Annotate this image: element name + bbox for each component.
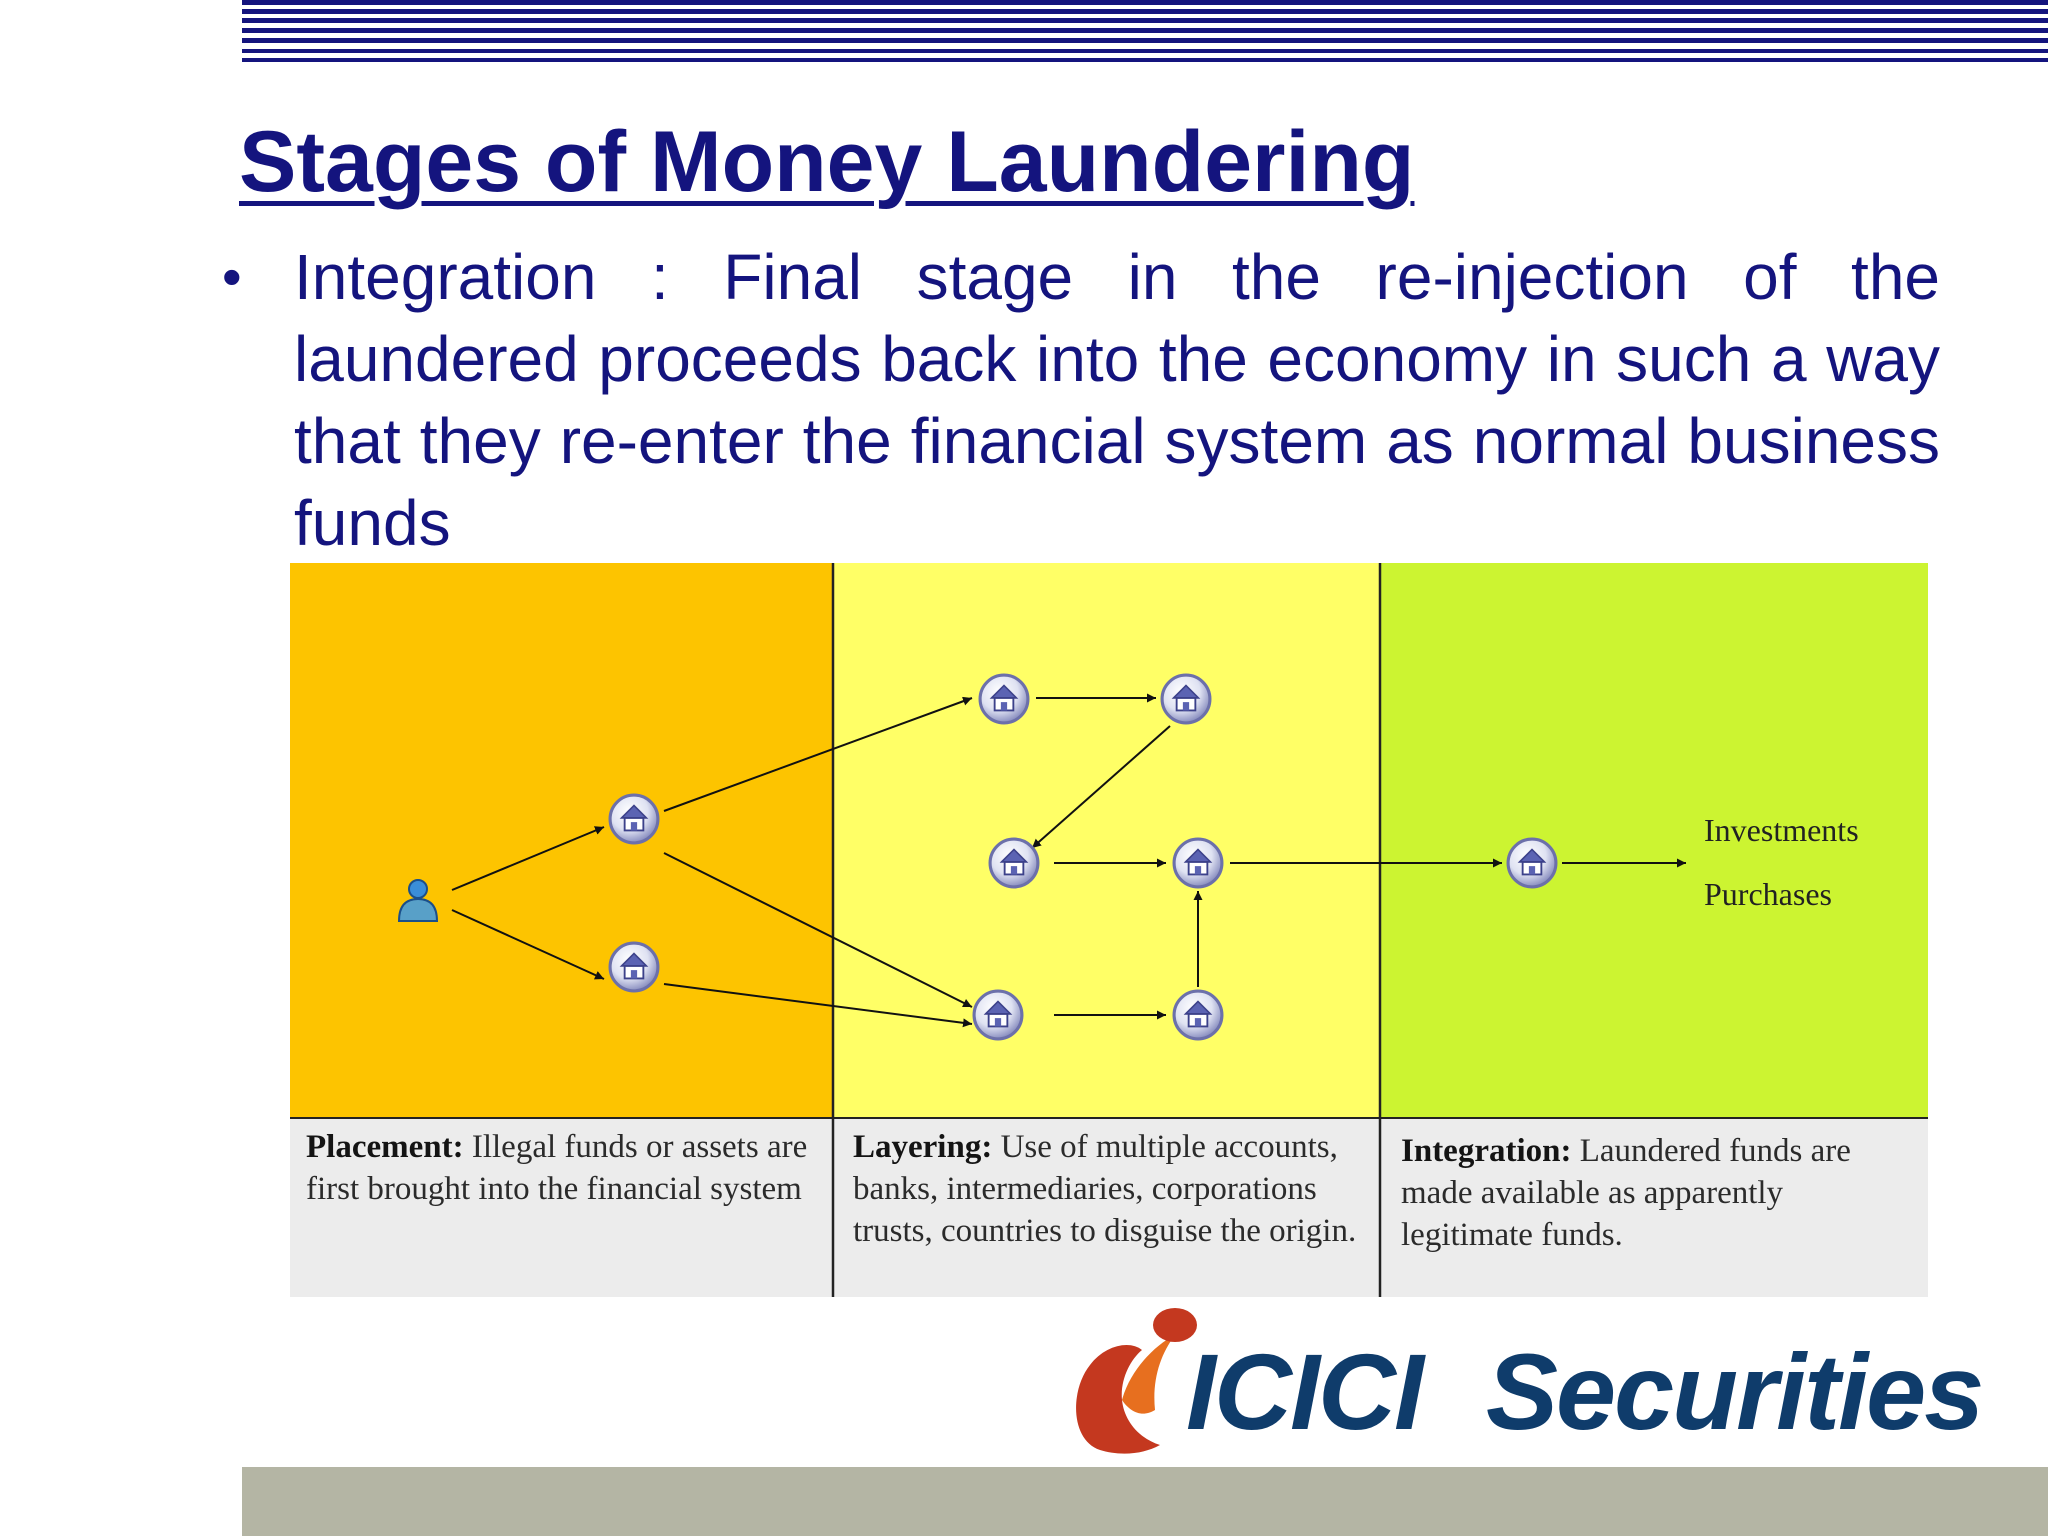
placement-description: Illegal funds or assets are first brough… (306, 1129, 808, 1207)
output-purchases: Purchases (1704, 876, 1832, 912)
bank-icon (978, 673, 1030, 725)
integration-panel (1380, 563, 1928, 1118)
icici-logo-mark (1076, 1308, 1197, 1454)
header-stripes (242, 0, 2048, 62)
bank-icon (1506, 837, 1558, 889)
bullet-marker: • (222, 245, 242, 308)
bank-icon (972, 989, 1024, 1041)
person-icon (397, 879, 439, 922)
placement-panel (290, 563, 833, 1118)
money-laundering-diagram: Investments Purchases (290, 563, 1928, 1297)
layering-panel (833, 563, 1380, 1118)
bank-icon (1160, 673, 1212, 725)
slide-title: Stages of Money Laundering (239, 114, 1415, 210)
layering-description: Use of multiple accounts, banks, interme… (853, 1129, 1357, 1249)
bank-icon (608, 941, 660, 993)
bank-icon (1172, 989, 1224, 1041)
logo-suffix: Securities (1486, 1331, 1984, 1452)
placement-label: Placement: (306, 1129, 464, 1165)
bank-icon (988, 837, 1040, 889)
logo-brand: ICICI (1186, 1331, 1424, 1452)
layering-caption: Layering: Use of multiple accounts, bank… (853, 1126, 1369, 1252)
layering-label: Layering: (853, 1129, 993, 1165)
captions-background (290, 1118, 1928, 1297)
bank-icon (1172, 837, 1224, 889)
placement-caption: Placement: Illegal funds or assets are f… (306, 1126, 818, 1210)
integration-description: Laundered funds are made available as ap… (1401, 1133, 1851, 1253)
integration-label: Integration: (1401, 1133, 1572, 1169)
output-investments: Investments (1704, 812, 1859, 848)
bullet-text: Integration : Final stage in the re-inje… (294, 241, 1940, 559)
footer-bar (242, 1467, 2048, 1536)
integration-caption: Integration: Laundered funds are made av… (1401, 1130, 1921, 1256)
bank-icon (608, 793, 660, 845)
